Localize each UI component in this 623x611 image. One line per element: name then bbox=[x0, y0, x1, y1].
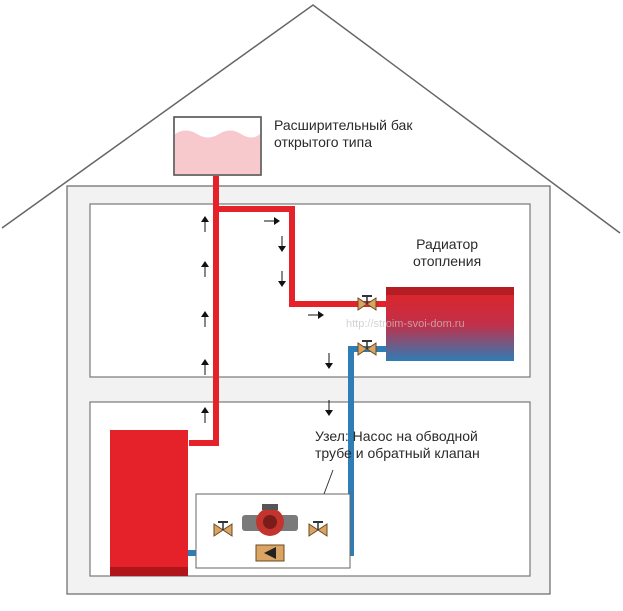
node-label-leader bbox=[323, 469, 334, 495]
flow-arrow-icon bbox=[325, 353, 333, 369]
check-valve-icon bbox=[255, 544, 285, 562]
radiator-label-line2: отопления bbox=[413, 253, 482, 269]
flow-arrow-icon bbox=[325, 400, 333, 416]
radiator-label-line1: Радиатор bbox=[416, 236, 479, 252]
expansion-tank-label-line2: открытого типа bbox=[274, 134, 372, 150]
roof-outline bbox=[1, 4, 621, 234]
supply-pipe-to-radiator bbox=[216, 206, 388, 307]
flow-arrows bbox=[201, 216, 333, 423]
flow-arrow-icon bbox=[201, 359, 209, 375]
pump-node-label: Узел: Насос на обводной трубе и обратный… bbox=[315, 428, 480, 462]
valves bbox=[213, 295, 377, 537]
flow-arrow-icon bbox=[278, 236, 286, 252]
flow-arrow-icon bbox=[264, 217, 280, 225]
boiler-icon bbox=[110, 430, 188, 576]
radiator-label: Радиатор отопления bbox=[413, 236, 481, 270]
flow-arrow-icon bbox=[278, 271, 286, 287]
ball-valve-icon bbox=[213, 521, 233, 537]
flow-arrow-icon bbox=[201, 261, 209, 277]
expansion-tank-icon bbox=[173, 116, 262, 176]
supply-riser-pipe bbox=[189, 176, 219, 446]
ball-valve-icon bbox=[357, 295, 377, 311]
expansion-tank-label-line1: Расширительный бак bbox=[274, 117, 413, 133]
watermark-text: http://stroim-svoi-dom.ru bbox=[346, 318, 465, 330]
circulation-pump-icon bbox=[242, 504, 298, 536]
pump-node-label-line2: трубе и обратный клапан bbox=[315, 445, 480, 461]
ball-valve-icon bbox=[308, 521, 328, 537]
expansion-tank-label: Расширительный бак открытого типа bbox=[274, 117, 412, 151]
radiator-icon bbox=[386, 287, 514, 361]
ball-valve-icon bbox=[357, 340, 377, 356]
flow-arrow-icon bbox=[308, 311, 324, 319]
flow-arrow-icon bbox=[201, 407, 209, 423]
flow-arrow-icon bbox=[201, 311, 209, 327]
pump-node-label-line1: Узел: Насос на обводной bbox=[315, 428, 478, 444]
flow-arrow-icon bbox=[201, 216, 209, 232]
